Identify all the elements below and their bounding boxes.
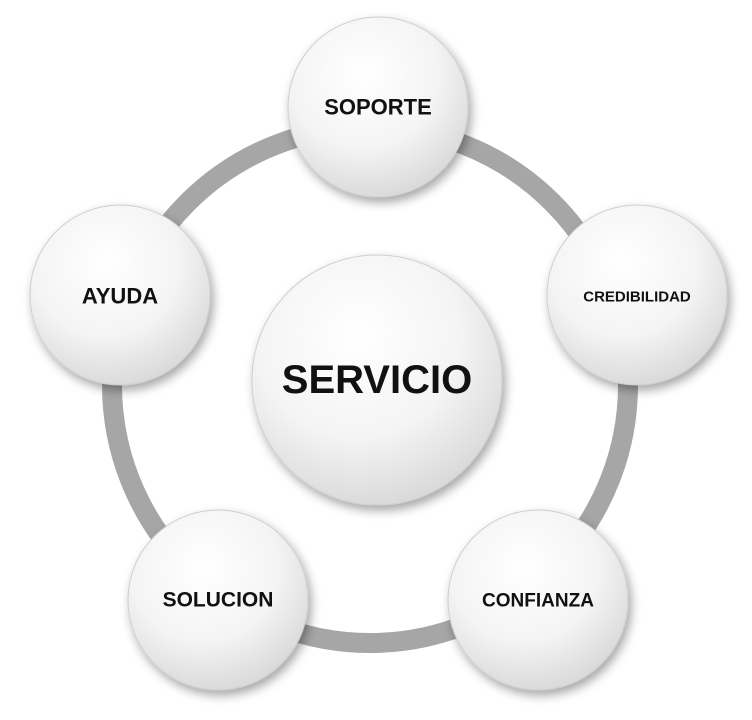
node-ayuda: AYUDA: [29, 204, 211, 386]
node-solucion-circle: [127, 509, 309, 691]
node-ayuda-circle: [29, 204, 211, 386]
node-ayuda-label: AYUDA: [82, 284, 158, 309]
node-credibilidad-label: CREDIBILIDAD: [583, 289, 691, 306]
node-solucion: SOLUCION: [127, 509, 309, 691]
node-credibilidad-circle: [546, 204, 728, 386]
node-soporte-circle: [287, 16, 469, 198]
node-solucion-label: SOLUCION: [163, 589, 274, 612]
node-confianza-circle: [447, 509, 629, 691]
node-soporte: SOPORTE: [287, 16, 469, 198]
center-node: SERVICIO: [251, 254, 503, 506]
center-circle: [251, 254, 503, 506]
node-confianza: CONFIANZA: [447, 509, 629, 691]
center-label: SERVICIO: [282, 358, 472, 402]
node-confianza-label: CONFIANZA: [482, 591, 594, 612]
node-soporte-label: SOPORTE: [324, 95, 432, 120]
node-credibilidad: CREDIBILIDAD: [546, 204, 728, 386]
